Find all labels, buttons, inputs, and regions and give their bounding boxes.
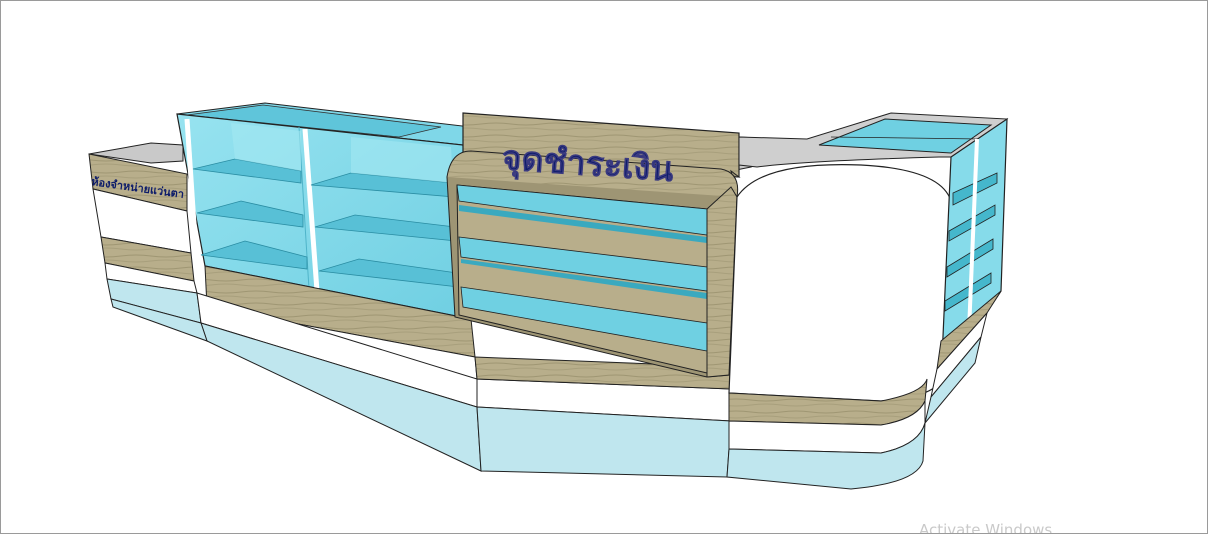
counter-base bbox=[110, 292, 732, 478]
glass-display-cabinet bbox=[111, 102, 478, 380]
right-curved-counter bbox=[726, 112, 1009, 490]
cashier-sign-unit: จุดชำระเงิน bbox=[446, 112, 741, 378]
left-cabinet: ห้องจำหน่ายแว่นตา bbox=[88, 142, 202, 324]
activate-windows-watermark: Activate Windows bbox=[919, 521, 1053, 534]
